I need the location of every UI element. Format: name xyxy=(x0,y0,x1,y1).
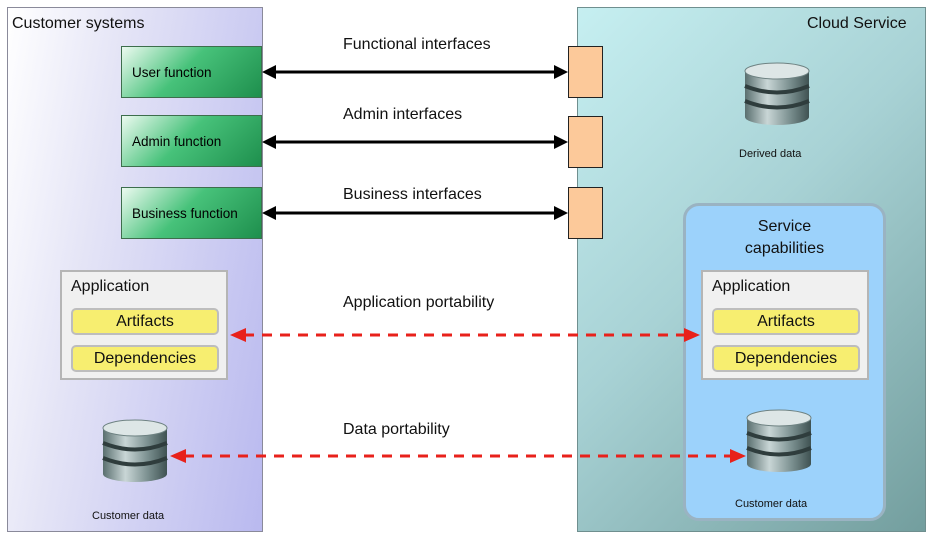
customer-application-box: Application Artifacts Dependencies xyxy=(60,270,228,380)
business-interface-port xyxy=(568,187,603,239)
customer-systems-title: Customer systems xyxy=(12,15,145,32)
user-function-box: User function xyxy=(121,46,262,98)
customer-application-title: Application xyxy=(71,278,150,295)
application-portability-arrow xyxy=(230,328,700,342)
customer-data-database-icon-left xyxy=(101,418,169,484)
cloud-application-title: Application xyxy=(712,278,791,295)
data-portability-label: Data portability xyxy=(343,421,450,438)
admin-interface-port xyxy=(568,116,603,168)
customer-data-caption-left: Customer data xyxy=(92,510,165,522)
business-interfaces-label: Business interfaces xyxy=(343,186,482,203)
application-portability-label: Application portability xyxy=(343,294,495,311)
admin-interface-arrow xyxy=(262,135,568,149)
cloud-artifacts-pill: Artifacts xyxy=(712,308,860,335)
business-function-box: Business function xyxy=(121,187,262,239)
cloud-dependencies-pill: Dependencies xyxy=(712,345,860,372)
customer-data-database-icon-right xyxy=(745,408,813,474)
customer-data-caption-right: Customer data xyxy=(735,498,808,510)
derived-data-database-icon xyxy=(743,61,811,127)
customer-artifacts-pill: Artifacts xyxy=(71,308,219,335)
admin-function-box: Admin function xyxy=(121,115,262,167)
functional-interface-arrow xyxy=(262,65,568,79)
customer-dependencies-pill: Dependencies xyxy=(71,345,219,372)
cloud-service-title: Cloud Service xyxy=(807,15,907,32)
service-capabilities-title-line2: capabilities xyxy=(744,240,825,257)
functional-interface-port xyxy=(568,46,603,98)
data-portability-arrow xyxy=(170,449,746,463)
functional-interfaces-label: Functional interfaces xyxy=(343,36,491,53)
business-interface-arrow xyxy=(262,206,568,220)
cloud-application-box: Application Artifacts Dependencies xyxy=(701,270,869,380)
service-capabilities-title-line1: Service xyxy=(757,218,812,235)
derived-data-caption: Derived data xyxy=(739,148,802,160)
admin-interfaces-label: Admin interfaces xyxy=(343,106,463,123)
